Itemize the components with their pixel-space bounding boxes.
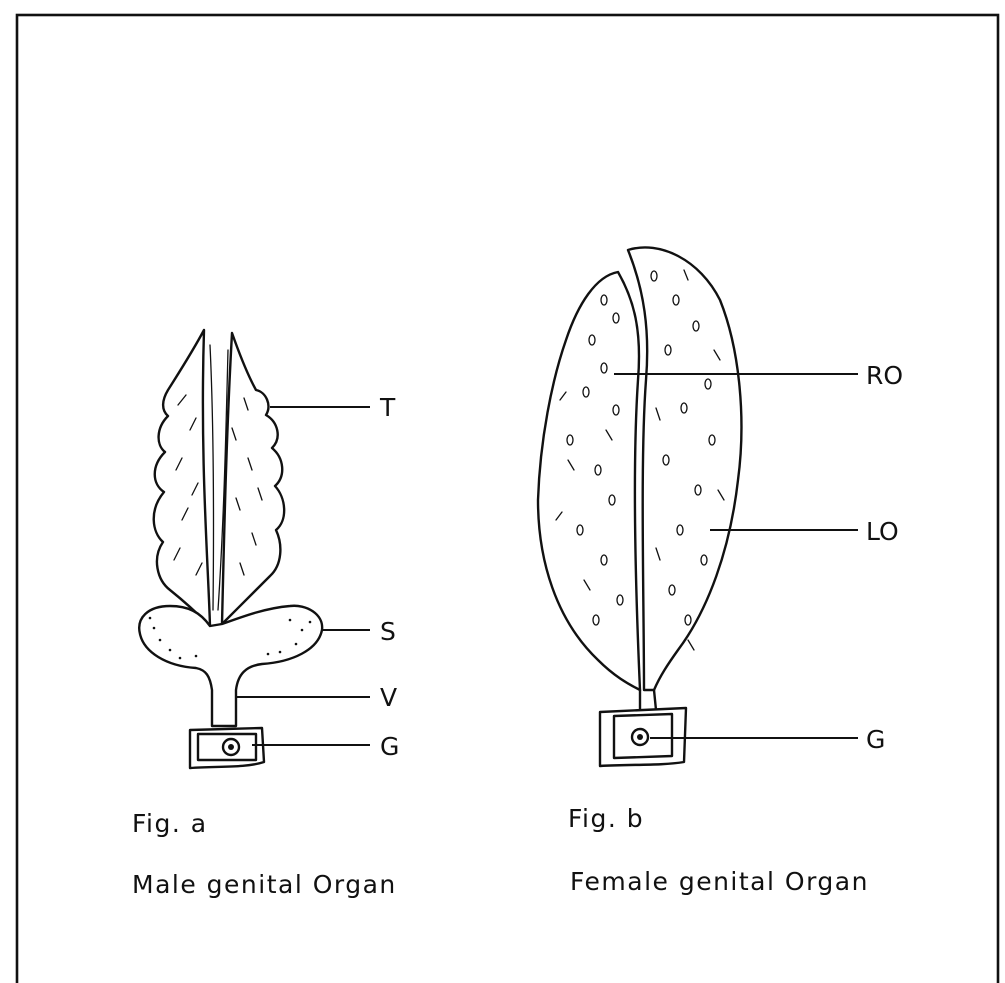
right-ovary xyxy=(538,272,640,690)
seminal-vesicles-and-vas-deferens xyxy=(139,606,322,726)
left-ovary xyxy=(628,247,741,690)
fig-b-caption: Female genital Organ xyxy=(570,867,869,896)
male-genital-organ-drawing xyxy=(139,330,322,768)
label-S: S xyxy=(380,617,396,646)
female-genital-organ-drawing xyxy=(538,247,741,766)
testis-left-lobe xyxy=(154,330,210,626)
label-RO: RO xyxy=(866,361,903,390)
label-T: T xyxy=(379,393,396,422)
label-V: V xyxy=(380,683,397,712)
fig-a-label: Fig. a xyxy=(132,809,208,838)
fig-a-caption: Male genital Organ xyxy=(132,870,397,899)
fig-b-label: Fig. b xyxy=(568,804,644,833)
label-G-male: G xyxy=(380,732,399,761)
label-G-female: G xyxy=(866,725,885,754)
label-LO: LO xyxy=(866,517,899,546)
testis-right-lobe xyxy=(222,333,284,624)
